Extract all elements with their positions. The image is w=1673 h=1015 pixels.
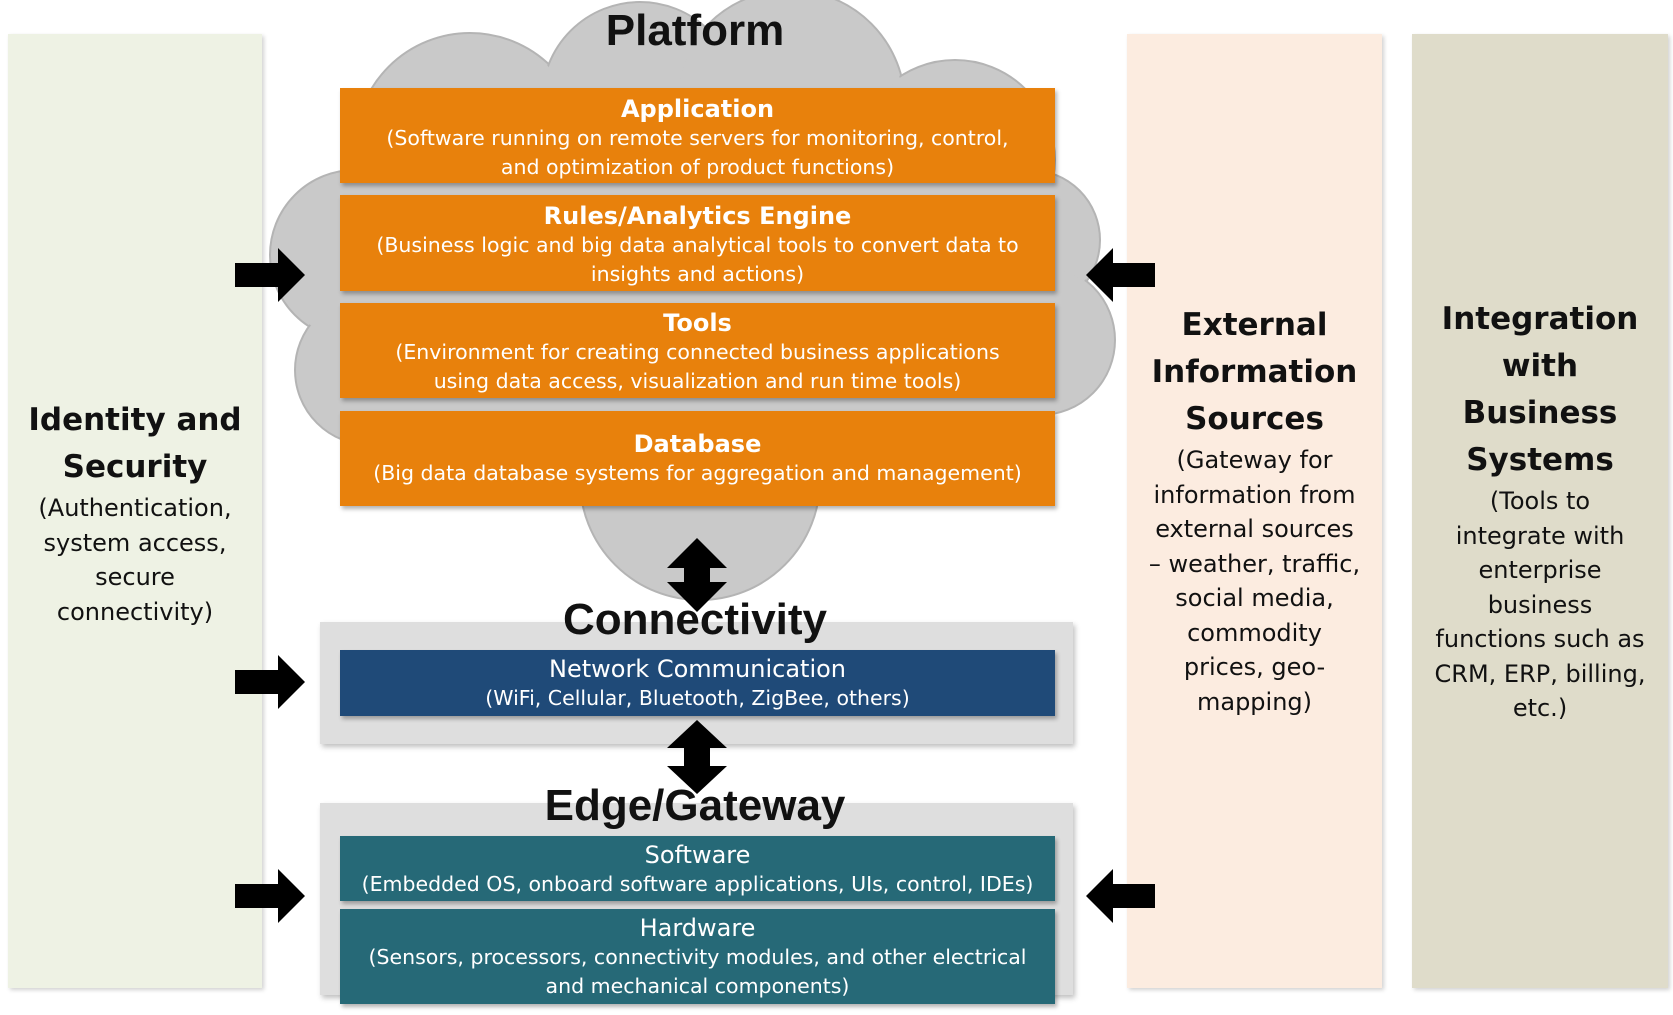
application-description: (Software running on remote servers for … [386, 126, 1009, 179]
hardware-title: Hardware [639, 914, 756, 942]
business-integration-description: (Tools to integrate with enterprise busi… [1434, 487, 1646, 722]
database-title: Database [633, 430, 762, 458]
hardware-description: (Sensors, processors, connectivity modul… [368, 945, 1027, 998]
business-integration-panel: Integration with Business Systems (Tools… [1412, 34, 1668, 988]
rules-analytics-description: (Business logic and big data analytical … [376, 233, 1019, 286]
tools-layer: Tools (Environment for creating connecte… [340, 303, 1055, 398]
platform-title: Platform [605, 6, 785, 55]
tools-description: (Environment for creating connected busi… [395, 340, 1000, 393]
software-title: Software [644, 841, 751, 869]
tools-title: Tools [663, 309, 732, 337]
application-layer: Application (Software running on remote … [340, 88, 1055, 183]
network-communication-title: Network Communication [549, 655, 846, 683]
rules-analytics-layer: Rules/Analytics Engine (Business logic a… [340, 195, 1055, 291]
business-integration-title: Integration with Business Systems [1441, 301, 1639, 478]
identity-security-panel: Identity and Security (Authentication, s… [8, 34, 262, 988]
rules-analytics-title: Rules/Analytics Engine [543, 202, 852, 230]
software-description: (Embedded OS, onboard software applicati… [361, 872, 1034, 896]
identity-security-description: (Authentication, system access, secure c… [38, 494, 232, 626]
network-communication-description: (WiFi, Cellular, Bluetooth, ZigBee, othe… [485, 686, 910, 710]
external-information-panel: External Information Sources (Gateway fo… [1127, 34, 1382, 988]
external-information-title: External Information Sources [1151, 307, 1358, 437]
hardware-layer: Hardware (Sensors, processors, connectiv… [340, 909, 1055, 1004]
external-information-description: (Gateway for information from external s… [1148, 446, 1361, 716]
identity-security-title: Identity and Security [28, 402, 242, 485]
software-layer: Software (Embedded OS, onboard software … [340, 836, 1055, 901]
network-communication-layer: Network Communication (WiFi, Cellular, B… [340, 650, 1055, 716]
database-layer: Database (Big data database systems for … [340, 411, 1055, 506]
database-description: (Big data database systems for aggregati… [373, 461, 1022, 485]
edge-gateway-title: Edge/Gateway [544, 781, 846, 830]
application-title: Application [620, 95, 775, 123]
connectivity-title: Connectivity [562, 595, 828, 644]
